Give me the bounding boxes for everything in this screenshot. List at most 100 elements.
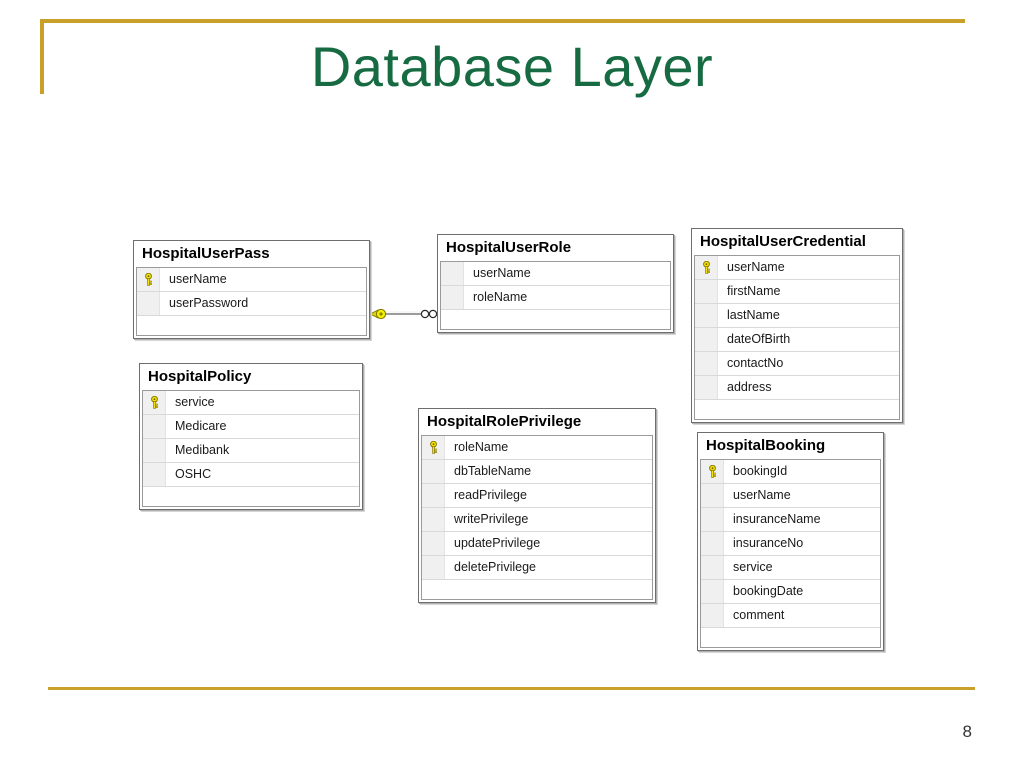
- er-field-row[interactable]: userPassword: [137, 291, 366, 316]
- er-field-row[interactable]: insuranceName: [701, 507, 880, 532]
- primary-key-icon: [143, 390, 166, 414]
- primary-key-icon: [137, 267, 160, 291]
- field-gutter: [422, 555, 445, 579]
- er-field-row[interactable]: readPrivilege: [422, 483, 652, 508]
- er-field-name: firstName: [727, 283, 781, 298]
- er-field-row[interactable]: roleName: [441, 285, 670, 310]
- er-field-name: dbTableName: [454, 463, 532, 478]
- er-field-row[interactable]: OSHC: [143, 462, 359, 487]
- field-gutter: [137, 291, 160, 315]
- er-field-name: service: [175, 394, 215, 409]
- er-table-filler: [421, 579, 653, 600]
- field-gutter: [441, 285, 464, 309]
- er-field-row[interactable]: userName: [701, 483, 880, 508]
- er-field-row[interactable]: lastName: [695, 303, 899, 328]
- er-table[interactable]: HospitalUserCredential userName firstName l…: [691, 228, 903, 423]
- er-table-title: HospitalUserCredential: [694, 231, 900, 255]
- er-field-name: insuranceNo: [733, 535, 804, 550]
- field-gutter: [143, 438, 166, 462]
- er-field-row[interactable]: userName: [137, 267, 366, 292]
- field-gutter: [143, 414, 166, 438]
- er-field-row[interactable]: address: [695, 375, 899, 400]
- er-field-row[interactable]: Medicare: [143, 414, 359, 439]
- er-field-row[interactable]: bookingId: [701, 459, 880, 484]
- er-table-filler: [136, 315, 367, 336]
- er-field-name: roleName: [454, 439, 509, 454]
- er-field-row[interactable]: dateOfBirth: [695, 327, 899, 352]
- field-gutter: [422, 483, 445, 507]
- er-field-name: updatePrivilege: [454, 535, 541, 550]
- er-field-row[interactable]: dbTableName: [422, 459, 652, 484]
- crows-foot-many-endpoint: [420, 309, 438, 319]
- field-gutter: [422, 459, 445, 483]
- primary-key-icon: [422, 435, 445, 459]
- field-gutter: [701, 483, 724, 507]
- er-field-name: dateOfBirth: [727, 331, 791, 346]
- left-accent-rule: [40, 19, 44, 94]
- page-title: Database Layer: [310, 35, 714, 98]
- er-field-row[interactable]: userName: [441, 261, 670, 286]
- field-gutter: [695, 327, 718, 351]
- field-gutter: [701, 555, 724, 579]
- er-field-name: insuranceName: [733, 511, 821, 526]
- er-field-name: userPassword: [169, 295, 249, 310]
- er-field-row[interactable]: writePrivilege: [422, 507, 652, 532]
- er-table-fields: userName roleName: [440, 260, 671, 310]
- er-field-row[interactable]: contactNo: [695, 351, 899, 376]
- er-field-name: lastName: [727, 307, 780, 322]
- er-field-name: roleName: [473, 289, 528, 304]
- er-table-title: HospitalPolicy: [142, 366, 360, 390]
- er-table-filler: [142, 486, 360, 507]
- er-field-name: contactNo: [727, 355, 784, 370]
- er-field-name: OSHC: [175, 466, 212, 481]
- er-field-name: deletePrivilege: [454, 559, 536, 574]
- field-gutter: [701, 579, 724, 603]
- field-gutter: [422, 531, 445, 555]
- er-field-row[interactable]: bookingDate: [701, 579, 880, 604]
- er-field-row[interactable]: userName: [695, 255, 899, 280]
- field-gutter: [422, 507, 445, 531]
- er-field-name: Medibank: [175, 442, 230, 457]
- er-field-row[interactable]: service: [701, 555, 880, 580]
- bottom-accent-rule: [48, 687, 975, 690]
- er-table-fields: userName userPassword: [136, 266, 367, 316]
- er-field-row[interactable]: updatePrivilege: [422, 531, 652, 556]
- er-field-row[interactable]: firstName: [695, 279, 899, 304]
- er-table-fields: bookingId userName insuranceName insuranceN…: [700, 458, 881, 628]
- top-accent-rule: [40, 19, 965, 23]
- er-field-row[interactable]: comment: [701, 603, 880, 628]
- er-table-title: HospitalUserRole: [440, 237, 671, 261]
- er-table-title: HospitalRolePrivilege: [421, 411, 653, 435]
- er-field-name: userName: [169, 271, 227, 286]
- er-field-row[interactable]: insuranceNo: [701, 531, 880, 556]
- er-field-name: userName: [727, 259, 785, 274]
- field-gutter: [695, 303, 718, 327]
- er-field-name: userName: [473, 265, 531, 280]
- er-table-title: HospitalUserPass: [136, 243, 367, 267]
- er-table-fields: roleName dbTableName readPrivilege writePri…: [421, 434, 653, 580]
- er-field-row[interactable]: Medibank: [143, 438, 359, 463]
- er-table[interactable]: HospitalUserPass userName userPassword: [133, 240, 370, 339]
- er-field-name: Medicare: [175, 418, 227, 433]
- er-field-name: comment: [733, 607, 785, 622]
- er-field-name: address: [727, 379, 772, 394]
- er-field-name: service: [733, 559, 773, 574]
- er-field-name: userName: [733, 487, 791, 502]
- er-table[interactable]: HospitalUserRole userName roleName: [437, 234, 674, 333]
- er-field-name: readPrivilege: [454, 487, 527, 502]
- field-gutter: [441, 261, 464, 285]
- slide-page-number: 8: [962, 722, 972, 741]
- er-table[interactable]: HospitalRolePrivilege roleName dbTableName…: [418, 408, 656, 603]
- er-field-row[interactable]: deletePrivilege: [422, 555, 652, 580]
- key-one-endpoint: [369, 308, 387, 320]
- field-gutter: [695, 375, 718, 399]
- primary-key-icon: [701, 459, 724, 483]
- field-gutter: [143, 462, 166, 486]
- er-field-row[interactable]: roleName: [422, 435, 652, 460]
- er-table-filler: [440, 309, 671, 330]
- er-field-row[interactable]: service: [143, 390, 359, 415]
- field-gutter: [701, 603, 724, 627]
